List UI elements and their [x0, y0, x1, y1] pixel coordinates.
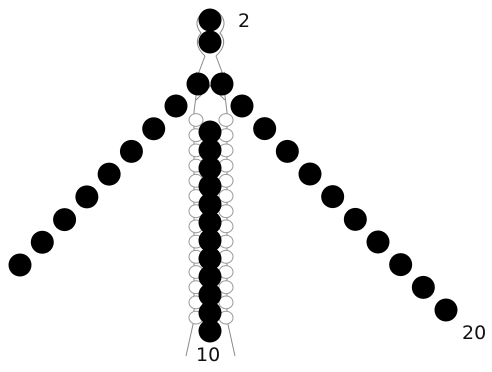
right-strand-bead-6 — [344, 208, 367, 231]
right-strand-bead-1 — [231, 95, 254, 118]
clear-bead-right-13 — [219, 296, 233, 309]
cross-bead-1 — [187, 73, 210, 96]
right-strand-bead-5 — [321, 185, 344, 208]
right-strand-bead-10 — [435, 299, 458, 322]
cross-bead-2 — [211, 73, 234, 96]
left-strand-bead-8 — [9, 254, 32, 277]
left-strand-bead-3 — [120, 140, 143, 163]
label-2: 2 — [238, 10, 250, 32]
clear-bead-left-1 — [189, 114, 203, 127]
top-bead-2 — [199, 31, 222, 54]
left-strand-bead-1 — [165, 95, 188, 118]
left-strand-bead-4 — [98, 163, 121, 186]
clear-bead-right-6 — [219, 190, 233, 203]
center-bead-12 — [199, 320, 222, 343]
top-bead-1 — [199, 9, 222, 32]
right-strand-bead-8 — [389, 253, 412, 276]
label-10: 10 — [196, 344, 220, 366]
right-strand-bead-9 — [412, 276, 435, 299]
label-20: 20 — [462, 322, 486, 344]
right-strand-bead-2 — [253, 117, 276, 140]
left-strand-bead-5 — [75, 185, 98, 208]
left-strand-bead-6 — [53, 208, 76, 231]
right-strand-bead-3 — [276, 140, 299, 163]
black-beads-group — [9, 9, 458, 343]
clear-bead-right-1 — [219, 114, 233, 127]
right-strand-bead-4 — [299, 163, 322, 186]
left-strand-bead-2 — [142, 117, 165, 140]
clear-bead-right-12 — [219, 281, 233, 294]
right-strand-bead-7 — [367, 231, 390, 254]
left-strand-bead-7 — [31, 231, 54, 254]
